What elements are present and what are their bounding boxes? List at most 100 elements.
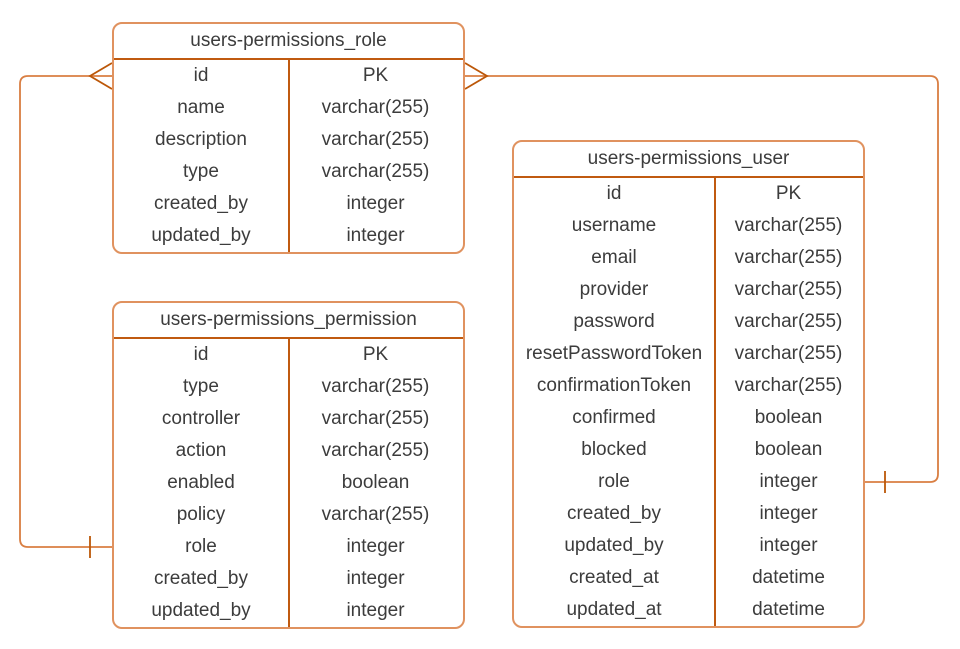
field-name: name bbox=[177, 97, 225, 118]
entity-title[interactable]: users-permissions_user bbox=[514, 142, 863, 178]
field-row-email[interactable]: email varchar(255) bbox=[514, 242, 863, 274]
field-row-password[interactable]: password varchar(255) bbox=[514, 306, 863, 338]
field-type: varchar(255) bbox=[734, 311, 843, 332]
field-type: boolean bbox=[754, 439, 823, 460]
field-row-updated_by[interactable]: updated_by integer bbox=[114, 595, 463, 627]
field-type: boolean bbox=[754, 407, 823, 428]
field-row-name[interactable]: name varchar(255) bbox=[114, 92, 463, 124]
field-name: created_by bbox=[153, 193, 248, 214]
field-row-action[interactable]: action varchar(255) bbox=[114, 435, 463, 467]
field-row-controller[interactable]: controller varchar(255) bbox=[114, 403, 463, 435]
field-type: integer bbox=[759, 503, 818, 524]
field-name: updated_at bbox=[566, 599, 662, 620]
field-name: enabled bbox=[167, 472, 235, 493]
field-type: varchar(255) bbox=[734, 215, 843, 236]
field-type: varchar(255) bbox=[321, 129, 430, 150]
field-name: password bbox=[573, 311, 655, 332]
field-row-updated_at[interactable]: updated_at datetime bbox=[514, 594, 863, 626]
field-type: varchar(255) bbox=[734, 279, 843, 300]
field-name: role bbox=[598, 471, 630, 492]
field-name: created_by bbox=[153, 568, 248, 589]
field-type: integer bbox=[346, 600, 405, 621]
field-type: varchar(255) bbox=[321, 97, 430, 118]
column-divider bbox=[288, 339, 290, 627]
field-type: varchar(255) bbox=[321, 440, 430, 461]
field-type: varchar(255) bbox=[734, 343, 843, 364]
relationship-line[interactable] bbox=[465, 75, 939, 483]
field-name: blocked bbox=[581, 439, 647, 460]
field-name: action bbox=[175, 440, 227, 461]
field-row-blocked[interactable]: blocked boolean bbox=[514, 434, 863, 466]
field-type: integer bbox=[346, 193, 405, 214]
field-name: resetPasswordToken bbox=[525, 343, 703, 364]
field-row-type[interactable]: type varchar(255) bbox=[114, 156, 463, 188]
field-name: description bbox=[155, 129, 247, 150]
field-name: created_at bbox=[569, 567, 659, 588]
field-name: type bbox=[183, 161, 219, 182]
field-type: PK bbox=[775, 183, 802, 204]
field-type: datetime bbox=[752, 599, 825, 620]
field-row-id[interactable]: id PK bbox=[114, 60, 463, 92]
entity-field-list: id PK name varchar(255) description varchar(2… bbox=[114, 60, 463, 252]
field-type: varchar(255) bbox=[321, 161, 430, 182]
field-row-description[interactable]: description varchar(255) bbox=[114, 124, 463, 156]
field-name: controller bbox=[161, 408, 241, 429]
field-name: confirmed bbox=[572, 407, 656, 428]
field-name: role bbox=[185, 536, 217, 557]
field-row-created_by[interactable]: created_by integer bbox=[514, 498, 863, 530]
field-type: integer bbox=[759, 535, 818, 556]
field-type: integer bbox=[346, 568, 405, 589]
field-name: email bbox=[591, 247, 637, 268]
field-name: updated_by bbox=[564, 535, 664, 556]
field-row-id[interactable]: id PK bbox=[114, 339, 463, 371]
field-type: varchar(255) bbox=[734, 375, 843, 396]
field-row-updated_by[interactable]: updated_by integer bbox=[514, 530, 863, 562]
field-name: created_by bbox=[566, 503, 661, 524]
field-row-policy[interactable]: policy varchar(255) bbox=[114, 499, 463, 531]
field-type: PK bbox=[362, 344, 389, 365]
field-type: varchar(255) bbox=[734, 247, 843, 268]
field-type: integer bbox=[346, 536, 405, 557]
field-type: boolean bbox=[341, 472, 410, 493]
field-name: id bbox=[193, 344, 209, 365]
field-row-enabled[interactable]: enabled boolean bbox=[114, 467, 463, 499]
entity-table-users-permissions-role[interactable]: users-permissions_role id PK name varchar(2… bbox=[112, 22, 465, 254]
relationship-line[interactable] bbox=[19, 75, 112, 548]
field-name: updated_by bbox=[151, 600, 251, 621]
field-row-confirmed[interactable]: confirmed boolean bbox=[514, 402, 863, 434]
relationship-role-to-user[interactable] bbox=[464, 62, 939, 493]
field-name: type bbox=[183, 376, 219, 397]
field-row-created_at[interactable]: created_at datetime bbox=[514, 562, 863, 594]
entity-title[interactable]: users-permissions_permission bbox=[114, 303, 463, 339]
field-type: varchar(255) bbox=[321, 408, 430, 429]
crow-foot-many-icon bbox=[464, 62, 489, 90]
field-name: id bbox=[193, 65, 209, 86]
field-row-role[interactable]: role integer bbox=[114, 531, 463, 563]
entity-title[interactable]: users-permissions_role bbox=[114, 24, 463, 60]
field-name: policy bbox=[176, 504, 226, 525]
field-type: PK bbox=[362, 65, 389, 86]
field-type: varchar(255) bbox=[321, 504, 430, 525]
field-name: username bbox=[571, 215, 657, 236]
field-row-created_by[interactable]: created_by integer bbox=[114, 188, 463, 220]
field-row-username[interactable]: username varchar(255) bbox=[514, 210, 863, 242]
field-row-resetPasswordToken[interactable]: resetPasswordToken varchar(255) bbox=[514, 338, 863, 370]
column-divider bbox=[288, 60, 290, 252]
field-row-created_by[interactable]: created_by integer bbox=[114, 563, 463, 595]
relationship-role-to-permission[interactable] bbox=[19, 62, 113, 558]
crow-foot-many-icon bbox=[88, 62, 113, 90]
field-type: datetime bbox=[752, 567, 825, 588]
field-type: integer bbox=[346, 225, 405, 246]
